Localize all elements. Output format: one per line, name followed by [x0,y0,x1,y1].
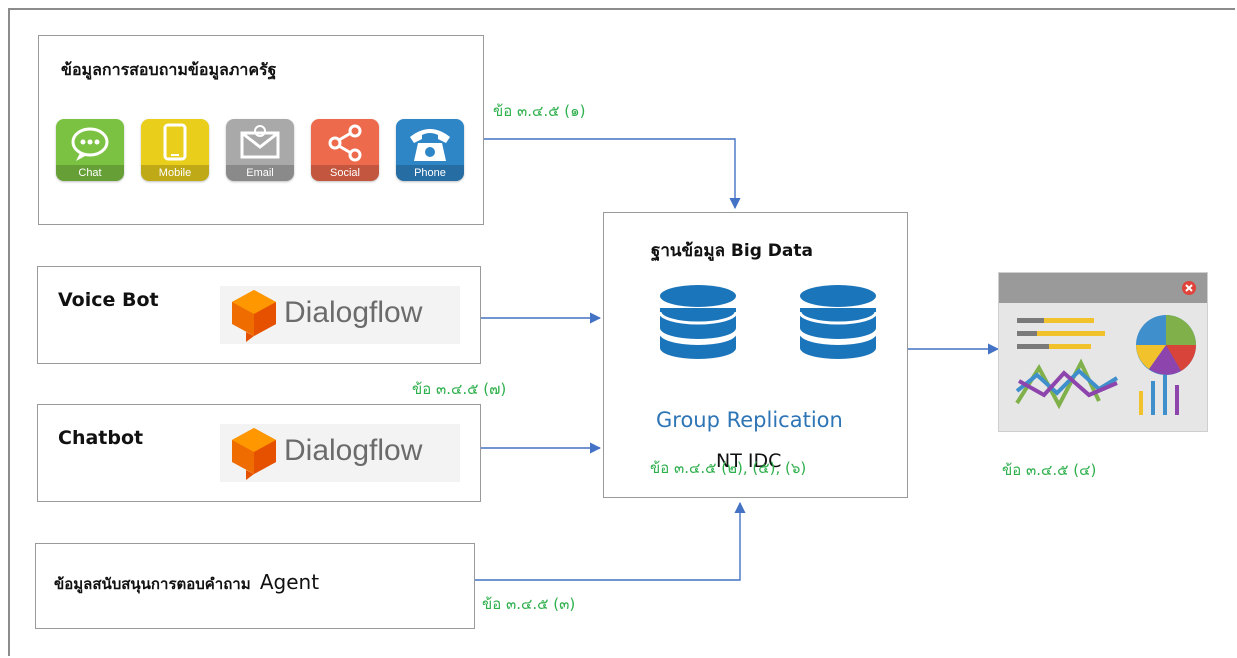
email-icon: Email [226,119,294,181]
agent-support-title-thai: ข้อมูลสนับสนุนการตอบคำถาม [54,575,251,593]
ref-dashboard: ข้อ ๓.๔.๕ (๔) [1002,461,1097,479]
dashboard-titlebar [999,273,1207,303]
voice-bot-title: Voice Bot [58,289,159,311]
channel-label-mobile: Mobile [141,165,209,181]
gov-inquiry-title: ข้อมูลการสอบถามข้อมูลภาครัฐ [61,60,277,79]
diagram-frame [8,8,1235,656]
nt-idc-label: NT IDC [716,450,782,472]
dialogflow-logo-voicebot: Dialogflow [220,286,460,344]
ref-gov-inquiry: ข้อ ๓.๔.๕ (๑) [493,102,586,120]
channel-label-email: Email [226,165,294,181]
share-icon: Social [311,119,379,181]
arrow-gov-to-bigdata [483,138,741,210]
chatbot-title: Chatbot [58,427,144,449]
dialogflow-text-chatbot: Dialogflow [284,434,423,467]
channel-label-chat: Chat [56,165,124,181]
database-icon [800,285,878,359]
dialogflow-icon [232,428,276,480]
dialogflow-icon [232,290,276,342]
ref-voice-bot: ข้อ ๓.๔.๕ (๗) [412,380,507,398]
database-icon [660,285,738,359]
dialogflow-logo-chatbot: Dialogflow [220,424,460,482]
mobile-phone-icon: Mobile [141,119,209,181]
telephone-icon: Phone [396,119,464,181]
channel-label-social: Social [311,165,379,181]
agent-support-title-en: Agent [259,570,320,594]
dashboard-window-icon [998,272,1208,432]
big-data-title: ฐานข้อมูล Big Data [651,241,813,261]
agent-support-title: ข้อมูลสนับสนุนการตอบคำถาม Agent [54,570,319,596]
ref-big-data: ข้อ ๓.๔.๕ (๒), (๕), (๖) [650,459,807,477]
channel-label-phone: Phone [396,165,464,181]
dialogflow-text-voicebot: Dialogflow [284,296,423,329]
chat-bubble-icon: Chat [56,119,124,181]
group-replication-label: Group Replication [656,408,843,432]
arrow-agent-to-bigdata [474,501,746,581]
agent-support-box: ข้อมูลสนับสนุนการตอบคำถาม Agent [35,543,475,629]
ref-agent-support: ข้อ ๓.๔.๕ (๓) [482,595,576,613]
